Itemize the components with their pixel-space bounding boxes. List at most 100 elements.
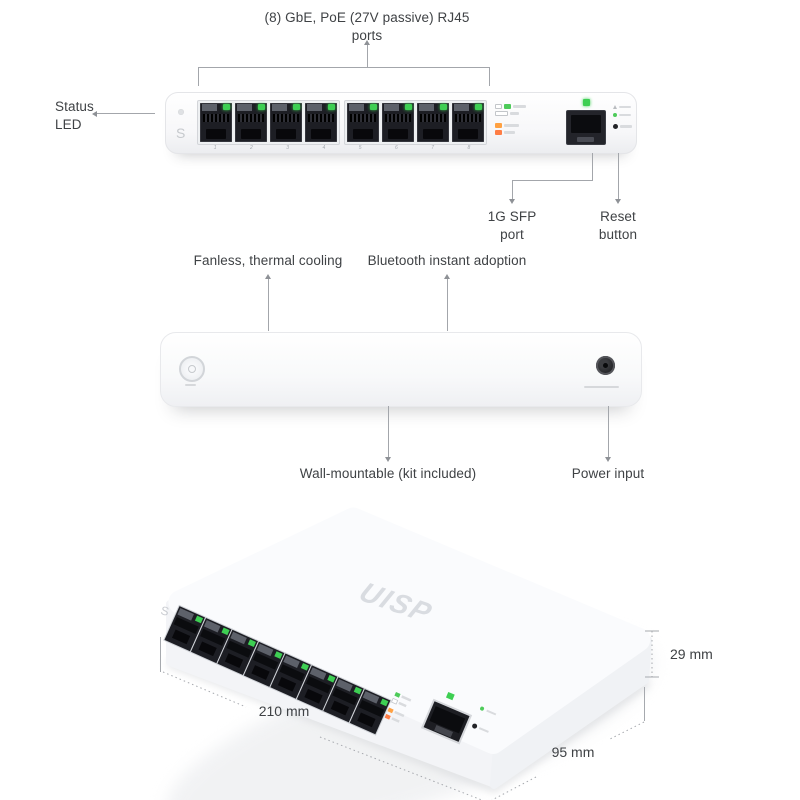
device-shadow bbox=[166, 631, 654, 800]
port-label: 5 bbox=[358, 145, 362, 151]
callout-line bbox=[388, 406, 389, 457]
callout-ports-line2: ports bbox=[351, 27, 383, 43]
brand-s-logo: S bbox=[176, 125, 186, 141]
callout-bracket-tick bbox=[489, 67, 490, 86]
port-led-icon bbox=[475, 104, 482, 110]
uisp-logo: UISP bbox=[354, 576, 439, 628]
rj45-port-2 bbox=[235, 103, 267, 142]
callout-ports-label: (8) GbE, PoE (27V passive) RJ45 ports bbox=[217, 9, 517, 44]
rj45-port-group-1 bbox=[197, 100, 340, 145]
rj45-port-6 bbox=[382, 103, 414, 142]
dimension-height-label: 29 mm bbox=[670, 646, 713, 662]
rj45-port-3 bbox=[270, 103, 302, 142]
etched-text bbox=[185, 384, 196, 386]
arrow-up-icon bbox=[265, 274, 271, 279]
callout-reset-label: Reset button bbox=[578, 208, 658, 243]
triangle-icon bbox=[613, 105, 617, 109]
port-led-icon bbox=[258, 104, 265, 110]
port-label: 8 bbox=[467, 145, 471, 151]
legend-pill-icon bbox=[495, 111, 508, 116]
power-input-jack bbox=[596, 356, 615, 375]
callout-line bbox=[618, 153, 619, 199]
port-label: 2 bbox=[249, 145, 253, 151]
callout-reset-line2: button bbox=[598, 226, 638, 242]
sfp-port bbox=[566, 110, 606, 145]
callout-sfp-line2: port bbox=[500, 226, 524, 242]
green-dot-icon bbox=[613, 113, 617, 117]
port-led-icon bbox=[405, 104, 412, 110]
port-label: 6 bbox=[394, 145, 398, 151]
callout-reset-line1: Reset bbox=[600, 209, 636, 224]
callout-line bbox=[608, 406, 609, 457]
rj45-port-group-2 bbox=[344, 100, 487, 145]
callout-line bbox=[512, 180, 513, 199]
device-end-face bbox=[490, 636, 652, 789]
arrow-down-icon bbox=[509, 199, 515, 204]
legend-orange-icon bbox=[495, 123, 502, 128]
indicator-marks-3d bbox=[472, 706, 497, 733]
arrow-down-icon bbox=[605, 457, 611, 462]
dimension-length-label: 210 mm bbox=[258, 703, 310, 719]
sfp-port-3d bbox=[420, 691, 473, 745]
status-led-icon bbox=[178, 109, 184, 115]
rj45-port-3d bbox=[163, 604, 207, 653]
port-led-icon bbox=[223, 104, 230, 110]
callout-sfp-line1: 1G SFP bbox=[487, 209, 537, 224]
legend-deep-orange-icon bbox=[495, 130, 502, 135]
rj45-port-7 bbox=[417, 103, 449, 142]
port-speed-legend bbox=[495, 104, 526, 137]
rj45-port-3d bbox=[189, 616, 233, 665]
wall-mount-screw-icon bbox=[179, 356, 205, 382]
switch-rear-view bbox=[160, 332, 642, 407]
legend-off-icon bbox=[495, 104, 502, 109]
callout-ports-line1: (8) GbE, PoE (27V passive) RJ45 bbox=[264, 10, 470, 25]
rj45-port-8 bbox=[452, 103, 484, 142]
callout-line bbox=[447, 279, 448, 331]
arrow-up-icon bbox=[364, 40, 370, 45]
callout-line bbox=[592, 153, 593, 180]
port-label: 4 bbox=[322, 145, 326, 151]
sfp-led-icon bbox=[583, 99, 590, 106]
rj45-port-3d bbox=[242, 640, 286, 689]
rj45-port-3d bbox=[269, 652, 313, 701]
dimension-lines bbox=[160, 630, 659, 800]
rj45-port-3d bbox=[348, 687, 392, 736]
sfp-led-icon bbox=[445, 691, 455, 701]
rj45-port-5 bbox=[347, 103, 379, 142]
port-label: 1 bbox=[213, 145, 217, 151]
callout-wall-mount-label: Wall-mountable (kit included) bbox=[299, 466, 477, 481]
callout-status-line2: LED bbox=[55, 116, 82, 132]
callout-bluetooth-label: Bluetooth instant adoption bbox=[367, 253, 527, 268]
port-led-icon bbox=[440, 104, 447, 110]
port-label: 7 bbox=[431, 145, 435, 151]
side-indicator-legend bbox=[613, 105, 632, 131]
callout-bracket bbox=[198, 67, 490, 68]
arrow-down-icon bbox=[385, 457, 391, 462]
arrow-up-icon bbox=[444, 274, 450, 279]
legend-green-icon bbox=[504, 104, 511, 109]
callout-fanless-label: Fanless, thermal cooling bbox=[193, 253, 343, 268]
callout-line bbox=[367, 45, 368, 67]
callout-bracket-tick bbox=[198, 67, 199, 86]
callout-line bbox=[97, 113, 155, 114]
device-front-face bbox=[166, 600, 499, 787]
rj45-port-4 bbox=[305, 103, 337, 142]
callout-line bbox=[512, 180, 593, 181]
callout-line bbox=[268, 279, 269, 331]
reset-button bbox=[613, 124, 618, 129]
callout-status-led-label: Status LED bbox=[55, 98, 94, 133]
port-number-labels: 1 2 3 4 5 6 7 8 bbox=[197, 145, 487, 151]
callout-status-line1: Status bbox=[55, 99, 94, 114]
dimension-depth-label: 95 mm bbox=[551, 744, 595, 760]
port-label: 3 bbox=[286, 145, 290, 151]
callout-power-label: Power input bbox=[571, 466, 645, 481]
arrow-down-icon bbox=[615, 199, 621, 204]
rj45-port-3d bbox=[321, 675, 366, 724]
callout-sfp-label: 1G SFP port bbox=[472, 208, 552, 243]
rj45-port-1 bbox=[200, 103, 232, 142]
arrow-left-icon bbox=[92, 111, 97, 117]
side-s-logo: S bbox=[159, 603, 170, 619]
legend-marks-3d bbox=[384, 692, 412, 723]
port-led-icon bbox=[370, 104, 377, 110]
